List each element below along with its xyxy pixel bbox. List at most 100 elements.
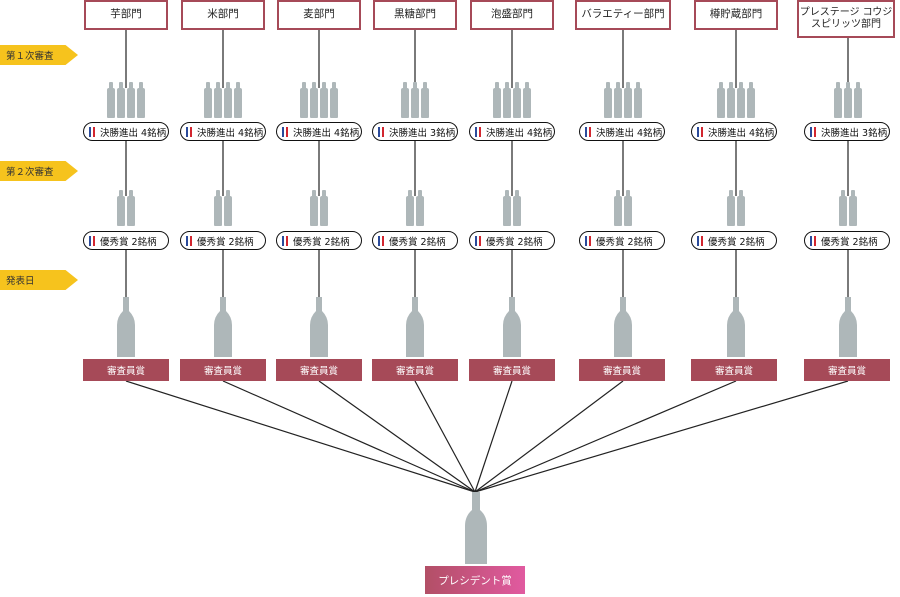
- category-box: 麦部門: [277, 0, 361, 30]
- bottle-icon: [117, 82, 125, 118]
- excellence-pill: 優秀賞 2銘柄: [691, 231, 777, 250]
- tricolor-flag-icon: [378, 235, 384, 246]
- excellence-pill: 優秀賞 2銘柄: [804, 231, 890, 250]
- finalists-pill: 決勝進出 3銘柄: [804, 122, 890, 141]
- excellence-label: 優秀賞 2銘柄: [708, 236, 765, 248]
- stage-tag-first: 第１次審査: [0, 45, 78, 65]
- bottle-icon: [493, 82, 501, 118]
- tricolor-flag-icon: [89, 235, 95, 246]
- finalist-bottles: [401, 82, 429, 118]
- excellence-label: 優秀賞 2銘柄: [821, 236, 878, 248]
- finalists-label: 決勝進出 3銘柄: [821, 127, 888, 139]
- excellence-pill: 優秀賞 2銘柄: [276, 231, 362, 250]
- excellence-pill: 優秀賞 2銘柄: [83, 231, 169, 250]
- bottle-icon: [513, 190, 521, 226]
- tricolor-flag-icon: [585, 126, 591, 137]
- bottle-icon: [416, 190, 424, 226]
- bottle-icon: [523, 82, 531, 118]
- president-bottle-icon: [465, 492, 487, 564]
- category-box: 米部門: [181, 0, 265, 30]
- tricolor-flag-icon: [282, 235, 288, 246]
- bottle-icon: [614, 82, 622, 118]
- excellence-pill: 優秀賞 2銘柄: [469, 231, 555, 250]
- category-box: 樽貯蔵部門: [694, 0, 778, 30]
- category-box: 黒糖部門: [373, 0, 457, 30]
- award-bottle-icon: [614, 297, 632, 357]
- bottle-icon: [401, 82, 409, 118]
- excellence-bottles: [839, 190, 857, 226]
- tricolor-flag-icon: [697, 235, 703, 246]
- bottle-icon: [224, 82, 232, 118]
- president-award-badge: プレシデント賞: [425, 566, 525, 594]
- finalist-bottles: [834, 82, 862, 118]
- tricolor-flag-icon: [378, 126, 384, 137]
- finalist-bottles: [107, 82, 145, 118]
- finalist-bottles: [604, 82, 642, 118]
- bottle-icon: [737, 82, 745, 118]
- tricolor-flag-icon: [475, 235, 481, 246]
- connector-line: [318, 380, 476, 493]
- tricolor-flag-icon: [186, 126, 192, 137]
- bottle-icon: [107, 82, 115, 118]
- connector-line: [474, 380, 849, 493]
- judges-award-badge: 審査員賞: [372, 359, 458, 381]
- finalists-pill: 決勝進出 4銘柄: [579, 122, 665, 141]
- finalists-pill: 決勝進出 4銘柄: [469, 122, 555, 141]
- stage-tag-second: 第２次審査: [0, 161, 78, 181]
- excellence-pill: 優秀賞 2銘柄: [180, 231, 266, 250]
- award-bottle-icon: [839, 297, 857, 357]
- excellence-bottles: [310, 190, 328, 226]
- tricolor-flag-icon: [282, 126, 288, 137]
- tricolor-flag-icon: [475, 126, 481, 137]
- tricolor-flag-icon: [810, 126, 816, 137]
- judges-award-badge: 審査員賞: [804, 359, 890, 381]
- bottle-icon: [604, 82, 612, 118]
- excellence-pill: 優秀賞 2銘柄: [579, 231, 665, 250]
- finalist-bottles: [717, 82, 755, 118]
- finalist-bottles: [204, 82, 242, 118]
- bottle-icon: [320, 82, 328, 118]
- excellence-label: 優秀賞 2銘柄: [293, 236, 350, 248]
- excellence-label: 優秀賞 2銘柄: [389, 236, 446, 248]
- judges-award-badge: 審査員賞: [691, 359, 777, 381]
- bottle-icon: [214, 190, 222, 226]
- excellence-label: 優秀賞 2銘柄: [100, 236, 157, 248]
- bottle-icon: [127, 82, 135, 118]
- bottle-icon: [717, 82, 725, 118]
- excellence-label: 優秀賞 2銘柄: [596, 236, 653, 248]
- stage-tag-announce: 発表日: [0, 270, 78, 290]
- category-box: 泡盛部門: [470, 0, 554, 30]
- judges-award-badge: 審査員賞: [276, 359, 362, 381]
- award-bottle-icon: [310, 297, 328, 357]
- tricolor-flag-icon: [186, 235, 192, 246]
- award-bottle-icon: [727, 297, 745, 357]
- bottle-icon: [839, 190, 847, 226]
- bottle-icon: [300, 82, 308, 118]
- bottle-icon: [411, 82, 419, 118]
- finalists-label: 決勝進出 3銘柄: [389, 127, 456, 139]
- excellence-bottles: [406, 190, 424, 226]
- finalist-bottles: [300, 82, 338, 118]
- finalist-bottles: [493, 82, 531, 118]
- bottle-icon: [320, 190, 328, 226]
- excellence-bottles: [727, 190, 745, 226]
- judges-award-badge: 審査員賞: [469, 359, 555, 381]
- bottle-icon: [421, 82, 429, 118]
- excellence-bottles: [214, 190, 232, 226]
- finalists-label: 決勝進出 4銘柄: [708, 127, 775, 139]
- finalists-pill: 決勝進出 4銘柄: [180, 122, 266, 141]
- bottle-icon: [854, 82, 862, 118]
- tricolor-flag-icon: [810, 235, 816, 246]
- finalists-label: 決勝進出 4銘柄: [100, 127, 167, 139]
- finalists-pill: 決勝進出 4銘柄: [83, 122, 169, 141]
- award-bottle-icon: [406, 297, 424, 357]
- category-box: プレステージ コウジ スピリッツ部門: [797, 0, 895, 38]
- bottle-icon: [214, 82, 222, 118]
- excellence-pill: 優秀賞 2銘柄: [372, 231, 458, 250]
- bottle-icon: [513, 82, 521, 118]
- bottle-icon: [117, 190, 125, 226]
- finalists-label: 決勝進出 4銘柄: [486, 127, 553, 139]
- connector-line: [414, 380, 476, 493]
